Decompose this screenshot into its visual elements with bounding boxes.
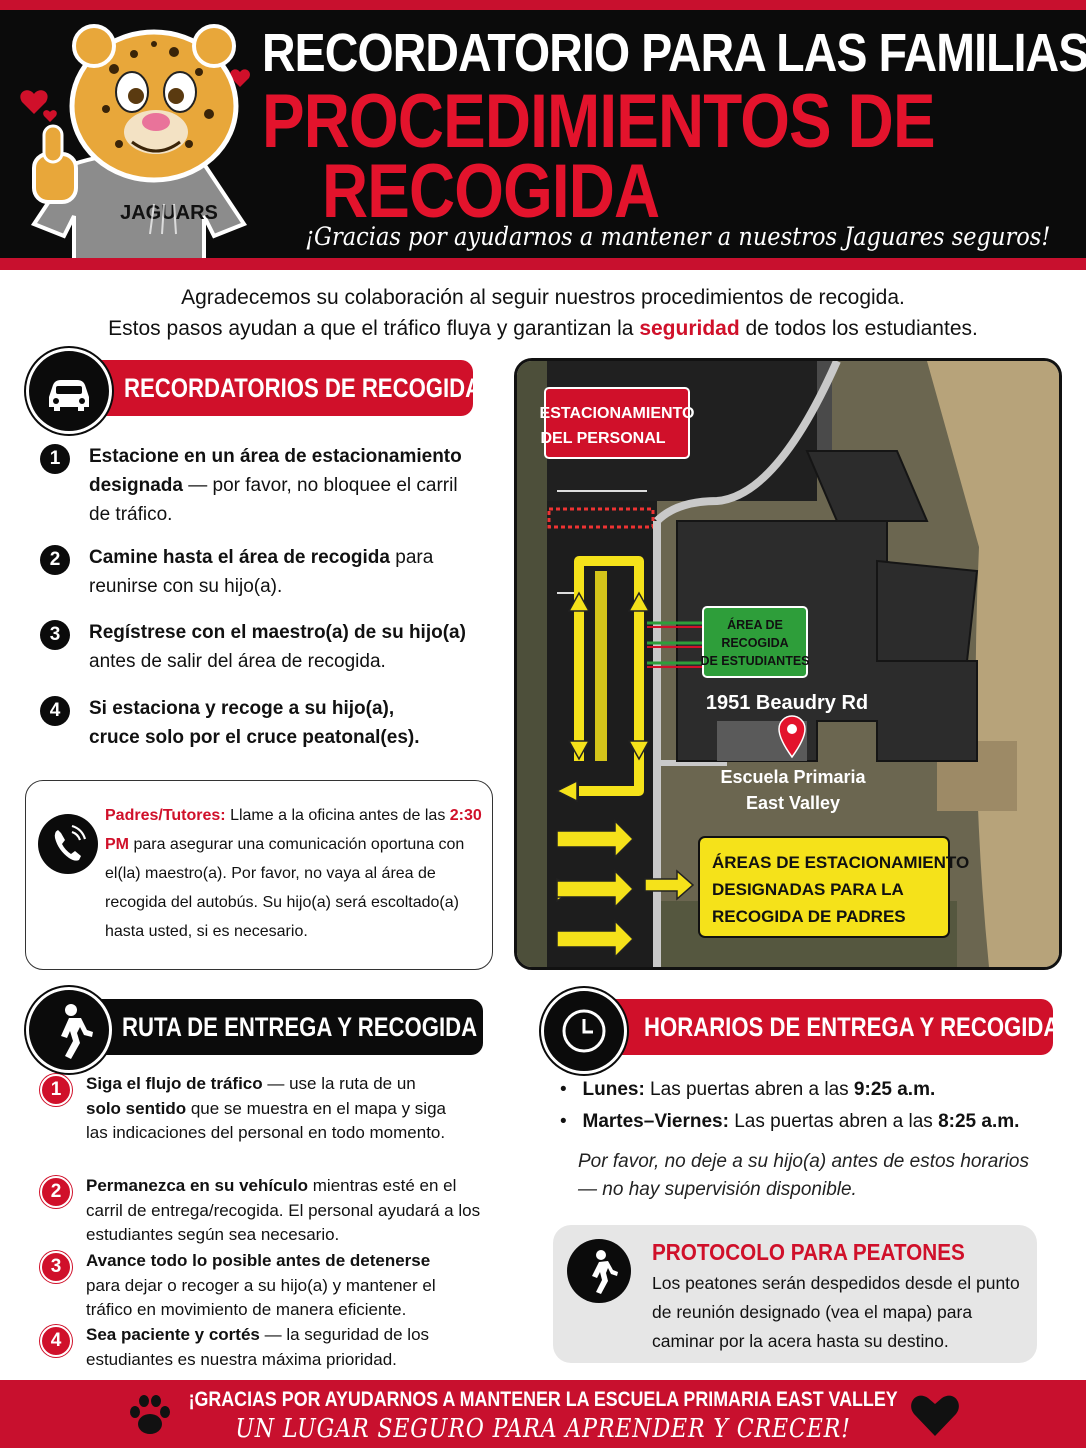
school-pickup-map: ESTACIONAMIENTO DEL PERSONAL ÁREA DE REC… — [514, 358, 1062, 970]
header-top-stripe — [0, 0, 1086, 10]
schedule-day: Lunes: — [582, 1079, 645, 1100]
schedule-time: 9:25 a.m. — [853, 1079, 936, 1100]
route-step-text: para dejar o recoger a su hijo(a) y mant… — [86, 1275, 436, 1320]
route-step-bold-2: solo sentido — [86, 1098, 187, 1118]
header-title-line1: RECORDATORIO PARA LAS FAMILIAS — [262, 23, 1086, 83]
footer-line2-text: UN LUGAR SEGURO PARA APRENDER Y CRECER! — [235, 1414, 851, 1444]
step-number: 3 — [40, 620, 70, 650]
schedule-day: Martes–Viernes: — [582, 1111, 729, 1132]
step-bold: Si estaciona y recoge a su hijo(a), cruc… — [89, 698, 420, 748]
route-step-3: 3 Avance todo lo posible antes de detene… — [40, 1249, 500, 1323]
schedule-text: Las puertas abren a las — [644, 1079, 854, 1100]
step-rest: para reunirse con su hijo(a). — [89, 547, 434, 597]
step-bold: Estacione en un área de estacionamiento … — [89, 446, 462, 496]
header-title-line3: RECOGIDA — [322, 149, 660, 234]
heart-icon — [911, 1395, 959, 1436]
header-tagline: ¡Gracias por ayudarnos a mantener a nues… — [305, 222, 1051, 251]
call-info-time: 2:30 PM — [105, 807, 482, 853]
map-staff-parking-l1: ESTACIONAMIENTO — [540, 405, 695, 422]
route-step-text-2: que se muestra en el mapa y siga las ind… — [86, 1098, 446, 1143]
map-pickup-area-l3: DE ESTUDIANTES — [700, 654, 809, 668]
reminder-step-2: 2 Camine hasta el área de recogida para … — [40, 543, 480, 601]
map-pin-icon — [778, 715, 806, 759]
step-number: 2 — [40, 1176, 72, 1208]
schedule-item-monday: • Lunes: Las puertas abren a las 9:25 a.… — [560, 1079, 936, 1100]
route-title-text: RUTA DE ENTREGA Y RECOGIDA — [122, 1012, 478, 1042]
route-step-bold: Avance todo lo posible antes de deteners… — [86, 1251, 431, 1270]
step-bold: Camine hasta el área de recogida — [89, 547, 390, 568]
intro-line2: Estos pasos ayudan a que el tráfico fluy… — [0, 313, 1086, 344]
route-step-bold: Permanezca en su vehículo — [86, 1176, 309, 1195]
step-number: 3 — [40, 1251, 72, 1283]
footer-banner: ¡GRACIAS POR AYUDARNOS A MANTENER LA ESC… — [0, 1380, 1086, 1448]
map-school-l1: Escuela Primaria — [720, 767, 866, 787]
map-parent-parking-l3: RECOGIDA DE PADRES — [712, 907, 906, 926]
route-step-text: — la seguridad de los estudiantes es nue… — [86, 1325, 430, 1369]
mascot-shirt-text: JAGUARS — [120, 202, 218, 224]
map-school-l2: East Valley — [746, 793, 840, 813]
map-staff-parking-l2: DEL PERSONAL — [540, 430, 665, 447]
schedule-title-text: HORARIOS DE ENTREGA Y RECOGIDA — [644, 1012, 1060, 1042]
intro-line2-b: de todos los estudiantes. — [739, 317, 978, 340]
footer-line1-text: ¡GRACIAS POR AYUDARNOS A MANTENER LA ESC… — [188, 1388, 898, 1411]
schedule-text: Las puertas abren a las — [728, 1111, 939, 1132]
footer-line1: ¡GRACIAS POR AYUDARNOS A MANTENER LA ESC… — [0, 1388, 1086, 1412]
step-number: 2 — [40, 545, 70, 575]
map-pickup-area-l1: ÁREA DE — [727, 617, 783, 632]
step-number: 1 — [40, 444, 70, 474]
map-address: 1951 Beaudry Rd — [706, 692, 868, 714]
pedestrian-protocol-box: PROTOCOLO PARA PEATONES Los peatones ser… — [553, 1225, 1037, 1363]
car-icon — [26, 348, 112, 434]
route-step-bold: Siga el flujo de tráfico — [86, 1074, 263, 1093]
header-title-line2: PROCEDIMIENTOS DE — [262, 79, 936, 164]
header-banner: JAGUARS RECORDATORIO PARA LAS FAMILIAS P… — [0, 0, 1086, 270]
reminder-step-1: 1 Estacione en un área de estacionamient… — [40, 442, 480, 529]
step-bold: Regístrese con el maestro(a) de su hijo(… — [89, 622, 466, 643]
intro-highlight: seguridad — [639, 317, 740, 340]
call-info-label: Padres/Tutores: — [105, 807, 226, 824]
header-bottom-stripe — [0, 258, 1086, 270]
route-step-2: 2 Permanezca en su vehículo mientras est… — [40, 1174, 500, 1248]
step-number: 1 — [40, 1074, 72, 1106]
schedule-time: 8:25 a.m. — [938, 1111, 1020, 1132]
walking-person-icon — [26, 987, 112, 1073]
step-number: 4 — [40, 696, 70, 726]
intro-line2-a: Estos pasos ayudan a que el tráfico fluy… — [108, 317, 640, 340]
protocol-body: Los peatones serán despedidos desde el p… — [652, 1273, 1020, 1351]
jaguar-mascot-icon: JAGUARS — [20, 24, 251, 260]
phone-icon — [38, 814, 98, 874]
reminders-title: RECORDATORIOS DE RECOGIDA — [90, 360, 481, 416]
footer-line2: UN LUGAR SEGURO PARA APRENDER Y CRECER! — [0, 1414, 1086, 1444]
protocol-title: PROTOCOLO PARA PEATONES — [652, 1239, 965, 1265]
route-step-text: mientras esté en el carril de entrega/re… — [86, 1176, 481, 1244]
schedule-note: Por favor, no deje a su hijo(a) antes de… — [578, 1151, 1029, 1200]
step-number: 4 — [40, 1325, 72, 1357]
call-info-text: Padres/Tutores: Llame a la oficina antes… — [105, 801, 490, 946]
route-step-text: — use la ruta de un — [262, 1074, 416, 1093]
step-rest: — por favor, no bloquee el carril de trá… — [89, 475, 458, 525]
route-step-bold: Sea paciente y cortés — [86, 1325, 260, 1344]
schedule-item-tue-fri: • Martes–Viernes: Las puertas abren a la… — [560, 1111, 1020, 1132]
call-info-text-a: Llame a la oficina antes de las — [225, 807, 450, 824]
map-parent-parking-l2: DESIGNADAS PARA LA — [712, 880, 904, 899]
call-info-text-b: para asegurar una comunicación oportuna … — [105, 836, 465, 940]
schedule-title: HORARIOS DE ENTREGA Y RECOGIDA — [606, 999, 1059, 1055]
step-rest: antes de salir del área de recogida. — [89, 651, 386, 672]
map-pickup-area-l2: RECOGIDA — [721, 636, 788, 650]
reminder-step-3: 3 Regístrese con el maestro(a) de su hij… — [40, 618, 480, 676]
route-title: RUTA DE ENTREGA Y RECOGIDA — [90, 999, 483, 1055]
intro-text: Agradecemos su colaboración al seguir nu… — [0, 282, 1086, 344]
walking-person-icon — [567, 1239, 631, 1303]
reminders-title-text: RECORDATORIOS DE RECOGIDA — [124, 373, 482, 403]
intro-line1: Agradecemos su colaboración al seguir nu… — [181, 286, 905, 309]
paw-icon — [130, 1395, 170, 1434]
route-step-1: 1 Siga el flujo de tráfico — use la ruta… — [40, 1072, 500, 1146]
map-parent-parking-l1: ÁREAS DE ESTACIONAMIENTO — [712, 853, 969, 872]
reminder-step-4: 4 Si estaciona y recoge a su hijo(a), cr… — [40, 694, 480, 752]
route-step-4: 4 Sea paciente y cortés — la seguridad d… — [40, 1323, 500, 1372]
call-info-box: Padres/Tutores: Llame a la oficina antes… — [25, 780, 493, 970]
clock-icon — [541, 988, 627, 1074]
